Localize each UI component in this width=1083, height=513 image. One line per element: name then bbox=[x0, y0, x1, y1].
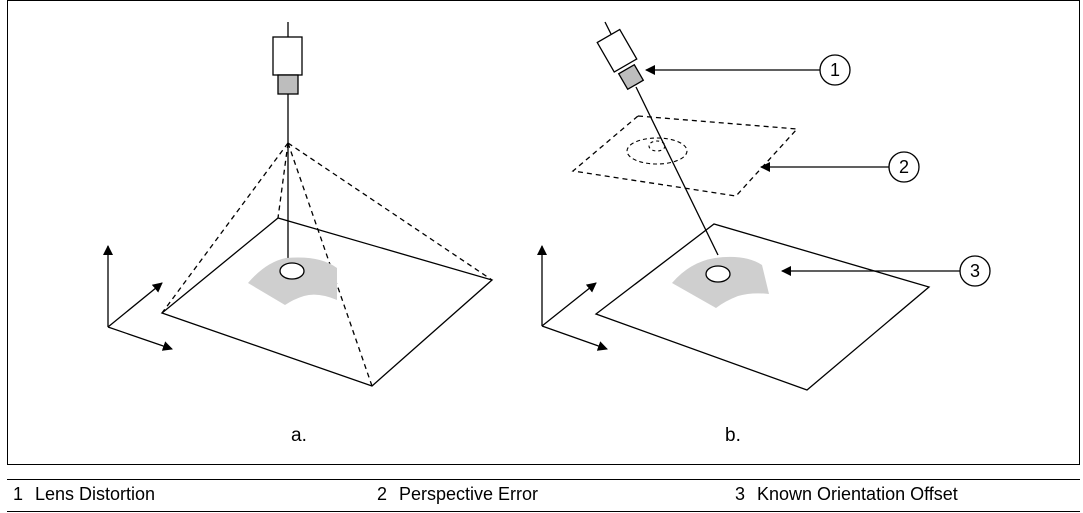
callout-2: 2 bbox=[760, 151, 920, 183]
legend-item-1: 1 Lens Distortion bbox=[13, 484, 155, 505]
callout-3-number: 3 bbox=[970, 261, 980, 281]
calibration-figure: a. bbox=[103, 21, 991, 446]
object-hole-b bbox=[705, 265, 731, 283]
perspective-object-b bbox=[626, 137, 688, 165]
perspective-hole-b bbox=[648, 140, 666, 152]
legend-item-number: 1 bbox=[13, 484, 24, 504]
axes-b bbox=[537, 245, 608, 351]
object-a bbox=[248, 257, 337, 305]
panel-label-b: b. bbox=[725, 425, 741, 446]
callout-1-number: 1 bbox=[830, 60, 840, 80]
perspective-plane-b bbox=[571, 115, 799, 197]
axes-a bbox=[103, 245, 173, 351]
plane-a bbox=[160, 217, 494, 387]
legend-item-number: 3 bbox=[735, 484, 746, 504]
legend-item-text: Perspective Error bbox=[399, 484, 539, 504]
panel-b: 1 2 3 b. bbox=[537, 21, 991, 446]
legend-item-3: 3 Known Orientation Offset bbox=[735, 484, 958, 505]
figure-frame bbox=[7, 0, 1080, 465]
legend-item-number: 2 bbox=[377, 484, 388, 504]
plane-b bbox=[594, 223, 931, 391]
legend-item-text: Known Orientation Offset bbox=[757, 484, 958, 504]
panel-a: a. bbox=[103, 22, 494, 446]
callout-2-number: 2 bbox=[899, 157, 909, 177]
camera-b bbox=[596, 21, 719, 256]
callout-1: 1 bbox=[645, 54, 851, 86]
callout-3: 3 bbox=[781, 255, 991, 287]
camera-a bbox=[272, 22, 303, 258]
lens-b bbox=[617, 63, 645, 91]
object-hole-a bbox=[279, 262, 305, 280]
legend: 1 Lens Distortion 2 Perspective Error 3 Kno… bbox=[7, 479, 1080, 512]
panel-label-a: a. bbox=[291, 425, 307, 446]
legend-item-2: 2 Perspective Error bbox=[377, 484, 538, 505]
legend-item-text: Lens Distortion bbox=[35, 484, 156, 504]
